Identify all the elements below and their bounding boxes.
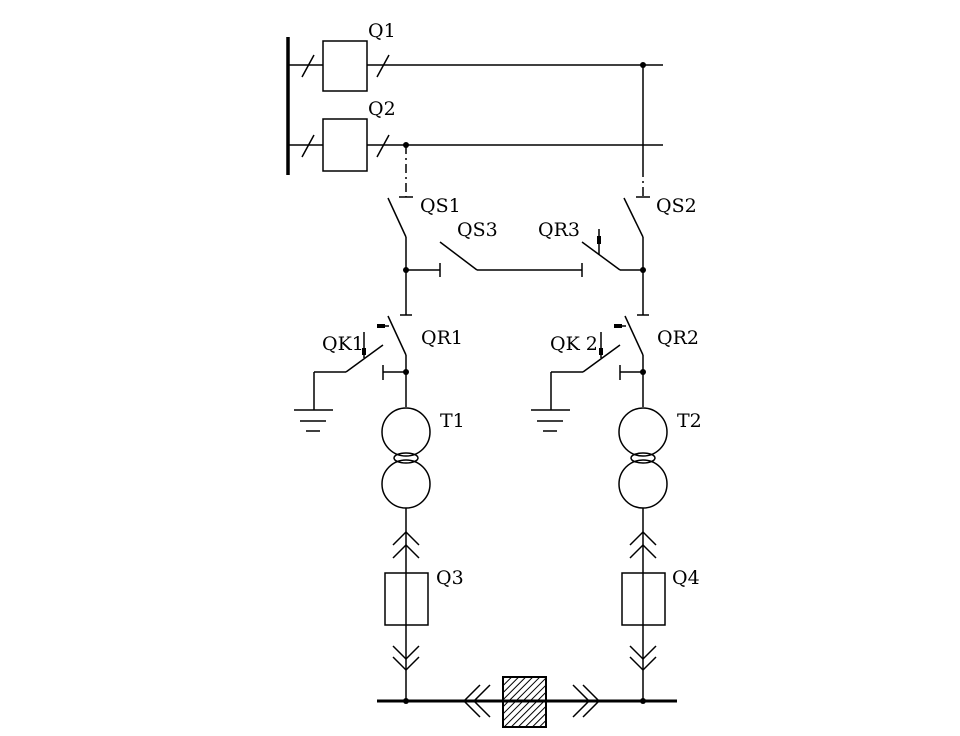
switch-qr1-blade <box>387 315 407 356</box>
disconnector-qs3: QS3 <box>439 219 583 277</box>
label-qs1: QS1 <box>420 195 461 217</box>
transformer-t1 <box>381 407 431 509</box>
label-qr1: QR1 <box>421 327 463 349</box>
hatched-bus-duct-box <box>502 676 547 728</box>
earth-switch-qk1-blade <box>345 344 384 373</box>
breaker-q1-box <box>322 40 368 92</box>
branch-right: QK 2 QR2 T2 Q4 <box>531 314 702 704</box>
slash-mark <box>376 134 390 158</box>
label-t2: T2 <box>677 410 702 432</box>
label-qk1: QK1 <box>322 333 364 355</box>
transformer-t2 <box>618 407 668 509</box>
label-q3: Q3 <box>436 567 464 589</box>
ground-icon <box>294 409 333 432</box>
breaker-q2-box <box>322 118 368 172</box>
switch-qr2-blade <box>624 315 644 356</box>
feeder-q2: Q2 <box>288 98 663 172</box>
switch-qr3: QR3 <box>538 219 643 271</box>
label-qs3: QS3 <box>457 219 498 241</box>
branch-left: QK1 QR1 T1 Q3 <box>294 314 465 704</box>
label-t1: T1 <box>440 410 465 432</box>
bottom-bus <box>377 676 677 728</box>
disconnector-qs2: QS2 <box>623 195 697 315</box>
slash-mark <box>301 134 315 158</box>
ground-icon <box>531 409 570 432</box>
label-q2: Q2 <box>368 98 396 120</box>
earth-switch-qk2-blade <box>582 344 621 373</box>
feeder-q1: Q1 <box>288 20 663 92</box>
label-qs2: QS2 <box>656 195 697 217</box>
label-qr3: QR3 <box>538 219 580 241</box>
disconnector-qs1: QS1 <box>387 195 461 315</box>
label-qr2: QR2 <box>657 327 699 349</box>
label-q1: Q1 <box>368 20 396 42</box>
slash-mark <box>376 54 390 78</box>
label-q4: Q4 <box>672 567 700 589</box>
breaker-q3-box <box>384 572 429 626</box>
breaker-q4-box <box>621 572 666 626</box>
label-qk2: QK 2 <box>550 333 598 355</box>
slash-mark <box>301 54 315 78</box>
